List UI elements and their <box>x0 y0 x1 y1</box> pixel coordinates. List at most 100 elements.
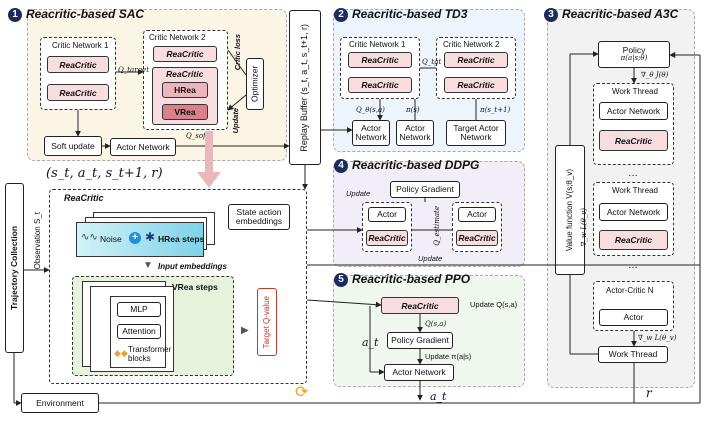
state-action-embeddings[interactable]: State action embeddings <box>228 204 290 230</box>
td3-number-badge: 2 <box>334 8 348 22</box>
input-emb-arrow-icon: ▼ <box>143 260 153 271</box>
ppo-actor-network[interactable]: Actor Network <box>384 364 454 381</box>
sac-soft-update-button[interactable]: Soft update <box>44 136 102 156</box>
hrea-steps-label: HRea steps <box>158 234 205 244</box>
sac-title-text: Reacritic-based SAC <box>26 7 145 21</box>
sac-critic1-label: Critic Network 1 <box>52 41 109 50</box>
sac-vrea-block[interactable]: VRea <box>162 104 208 120</box>
cubes-icon: ◆◆ <box>114 348 128 358</box>
a3c-r: r <box>646 386 652 400</box>
a3c-work-thread-1-label: Work Thread <box>612 87 658 96</box>
a3c-grad-side: ∇_w L(θ_v) <box>580 208 588 247</box>
a3c-work-thread-3[interactable]: Work Thread <box>598 346 668 363</box>
a3c-reacritic-2[interactable]: ReaCritic <box>599 230 668 250</box>
ddpg-reacritic-right[interactable]: ReaCritic <box>456 230 498 246</box>
ddpg-reacritic-left[interactable]: ReaCritic <box>366 230 408 246</box>
sac-reacritic-group-label: ReaCritic <box>166 69 204 79</box>
a3c-value-function[interactable]: Value function V(s;θ_v) <box>555 145 585 275</box>
sac-actor-network[interactable]: Actor Network <box>110 138 176 156</box>
sac-title: 1 Reacritic-based SAC <box>8 7 144 22</box>
a3c-grad-1: ∇_θ J(θ) <box>641 71 669 79</box>
sac-critic1-reacritic-a[interactable]: ReaCritic <box>47 56 109 73</box>
network-icon: ✱ <box>145 230 156 244</box>
sac-q-target: Q_target <box>118 66 150 74</box>
a3c-number-badge: 3 <box>544 8 558 22</box>
ddpg-update-label-2: Update <box>418 254 443 263</box>
observation-label: Observation S_t <box>33 212 42 270</box>
ddpg-actor-right[interactable]: Actor <box>458 207 496 222</box>
a3c-policy[interactable]: Policy π(a|s;θ) <box>598 41 670 68</box>
a3c-actor-3[interactable]: Actor <box>599 309 668 326</box>
main-state-tuple: (s_t, a_t, s_t+1, r) <box>46 166 163 181</box>
a3c-grad-2: ∇_w L(θ_v) <box>638 334 677 342</box>
td3-critic1-label: Critic Network 1 <box>349 40 406 49</box>
td3-critic2-label: Critic Network 2 <box>443 40 500 49</box>
sac-critic1-reacritic-b[interactable]: ReaCritic <box>47 84 109 101</box>
a3c-actor-critic-n-label: Actor-Critic N <box>606 286 654 295</box>
sac-q-soft: Q_soft <box>186 132 209 140</box>
td3-critic2-reacritic-a[interactable]: ReaCritic <box>444 52 508 68</box>
environment-button[interactable]: Environment <box>21 393 99 413</box>
td3-title-text: Reacritic-based TD3 <box>352 7 468 21</box>
transformer-blocks-label: Transformer blocks <box>128 345 172 363</box>
trajectory-collection[interactable]: Trajectory Collection <box>5 183 24 353</box>
td3-q-theta: Q_θ(s,a) <box>356 106 385 114</box>
plus-icon-label: + <box>132 232 138 243</box>
td3-actor-network-b[interactable]: Actor Network <box>396 120 434 146</box>
mlp-block[interactable]: MLP <box>117 302 161 317</box>
a3c-policy-label: Policy <box>622 45 646 56</box>
td3-actor-network-a[interactable]: Actor Network <box>352 120 390 146</box>
target-q-value[interactable]: Target Q-value <box>257 288 277 356</box>
a3c-title-text: Reacritic-based A3C <box>562 7 679 21</box>
main-a-t: a_t <box>430 390 447 403</box>
td3-critic1-reacritic-a[interactable]: ReaCritic <box>348 52 412 68</box>
ppo-update-q: Update Q(s,a) <box>470 300 518 309</box>
ddpg-update-label: Update <box>346 189 371 198</box>
input-embeddings-label: Input embeddings <box>158 262 227 271</box>
vrea-steps-label: VRea steps <box>172 282 218 292</box>
ppo-q-label: Q(s,a) <box>425 320 447 328</box>
replay-buffer-label: Replay Buffer (s_t, a_t, s_t+1, r) <box>299 23 310 152</box>
plus-icon: + <box>129 232 141 244</box>
sac-optimizer-button[interactable]: Optimizer <box>246 58 264 110</box>
a3c-title: 3 Reacritic-based A3C <box>544 7 678 22</box>
ddpg-actor-left[interactable]: Actor <box>368 207 406 222</box>
sac-critic-loss-label: Critic loss <box>233 34 242 71</box>
ppo-title: 5 Reacritic-based PPO <box>334 272 470 287</box>
ddpg-title-text: Reacritic-based DDPG <box>352 158 480 172</box>
a3c-policy-sub: π(a|s;θ) <box>620 54 648 63</box>
td3-target-actor-network[interactable]: Target Actor Network <box>446 120 506 146</box>
sac-update-label: Update <box>231 108 240 134</box>
replay-buffer[interactable]: Replay Buffer (s_t, a_t, s_t+1, r) <box>289 10 321 165</box>
td3-pi-s: π(s) <box>406 106 420 114</box>
ppo-a-t: a_t <box>362 336 379 349</box>
a3c-value-function-label: Value function V(s;θ_v) <box>564 168 574 252</box>
a3c-work-thread-2-label: Work Thread <box>612 186 658 195</box>
a3c-actor-network-1[interactable]: Actor Network <box>599 102 668 120</box>
sac-hrea-block[interactable]: HRea <box>162 82 208 98</box>
a3c-reacritic-1[interactable]: ReaCritic <box>599 130 668 151</box>
td3-q-tgt: Q_tgt <box>422 58 442 66</box>
ppo-reacritic[interactable]: ReaCritic <box>381 297 459 314</box>
td3-critic1-reacritic-b[interactable]: ReaCritic <box>348 77 412 93</box>
sac-critic2-reacritic[interactable]: ReaCritic <box>153 46 217 62</box>
ppo-policy-gradient[interactable]: Policy Gradient <box>387 332 453 349</box>
ddpg-policy-gradient[interactable]: Policy Gradient <box>390 181 460 198</box>
ppo-title-text: Reacritic-based PPO <box>352 272 471 286</box>
ppo-number-badge: 5 <box>334 273 348 287</box>
sac-number-badge: 1 <box>8 8 22 22</box>
a3c-actor-network-2[interactable]: Actor Network <box>599 203 668 221</box>
target-q-value-label: Target Q-value <box>261 295 271 349</box>
wave-icon: ∿∿ <box>81 232 98 243</box>
td3-critic2-reacritic-b[interactable]: ReaCritic <box>444 77 508 93</box>
td3-pi-s1: π(s_t+1) <box>480 106 511 114</box>
sac-critic2-label: Critic Network 2 <box>149 33 206 42</box>
attention-block[interactable]: Attention <box>117 324 161 339</box>
a3c-dots-2: … <box>628 260 638 271</box>
td3-title: 2 Reacritic-based TD3 <box>334 7 467 22</box>
a3c-dots-1: … <box>628 168 638 179</box>
a3c-work-thread-1 <box>593 83 674 165</box>
main-reacritic-title: ReaCritic <box>64 193 104 203</box>
ppo-update-pi: Update π(a|s) <box>425 352 472 361</box>
